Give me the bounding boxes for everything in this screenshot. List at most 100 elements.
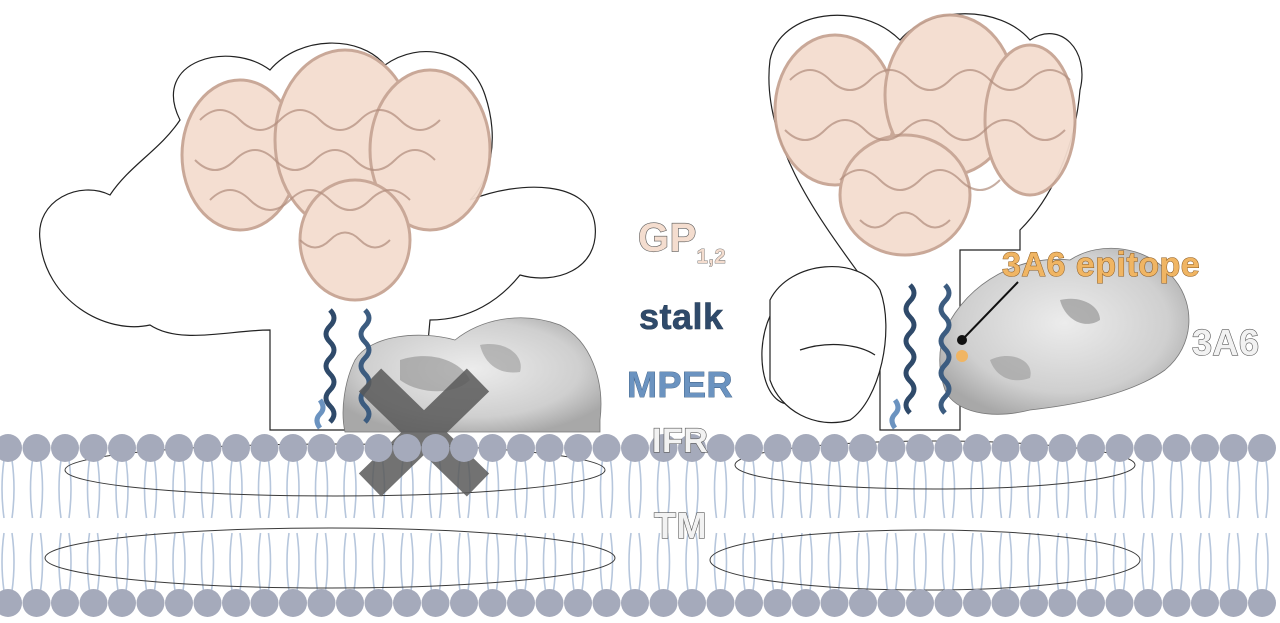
lipid-head <box>564 434 592 462</box>
lipid-head <box>991 589 1020 617</box>
lipid-head <box>507 589 535 617</box>
lipid-tail <box>1226 532 1231 592</box>
label-stalk: stalk <box>639 296 724 338</box>
lipid-tail <box>143 459 148 519</box>
lipid-tail <box>286 459 290 519</box>
lipid-head <box>250 589 279 617</box>
lipid-tail <box>685 459 689 519</box>
lipid-head <box>1134 589 1162 617</box>
lipid-tail <box>1122 532 1127 592</box>
lipid-head <box>706 434 735 462</box>
lipid-tail <box>381 532 386 592</box>
lipid-head <box>849 589 877 617</box>
lipid-head <box>906 589 934 617</box>
lipid-tail <box>314 459 319 519</box>
lipid-tail <box>200 459 205 519</box>
lipid-tail <box>638 532 642 592</box>
lipid-tail <box>884 459 889 519</box>
lipid-tail <box>68 532 72 592</box>
lipid-tail <box>1169 459 1174 519</box>
lipid-tail <box>980 459 984 519</box>
lipid-head <box>934 589 963 617</box>
lipid-tail <box>353 459 357 519</box>
lipid-tail <box>153 459 158 519</box>
lipid-tail <box>143 532 148 592</box>
lipid-tail <box>353 532 357 592</box>
lipid-head <box>421 589 450 617</box>
lipid-head <box>250 434 279 462</box>
lipid-tail <box>695 532 699 592</box>
lipid-tail <box>257 532 262 592</box>
lipid-tail <box>229 459 233 519</box>
lipid-head <box>393 589 421 617</box>
lipid-tail <box>438 532 443 592</box>
lipid-tail <box>666 459 671 519</box>
lipid-tail <box>866 459 870 519</box>
lipid-tail <box>467 532 471 592</box>
lipid-head <box>307 434 336 462</box>
lipid-tail <box>115 532 119 592</box>
lipid-tail <box>11 459 15 519</box>
lipid-tail <box>581 459 585 519</box>
label-gp: GP1,2 <box>637 215 727 269</box>
lipid-tail <box>752 532 756 592</box>
lipid-tail <box>125 532 129 592</box>
lipid-tail <box>827 459 832 519</box>
lipid-tail <box>656 532 661 592</box>
lipid-head <box>193 434 222 462</box>
lipid-tail <box>1179 459 1184 519</box>
lipid-head <box>336 589 364 617</box>
lipid-tail <box>58 532 62 592</box>
lipid-tail <box>542 532 547 592</box>
lipid-head <box>1048 434 1077 462</box>
lipid-tail <box>524 532 528 592</box>
lipid-tail <box>770 459 775 519</box>
lipid-tail <box>1008 532 1013 592</box>
lipid-tail <box>799 459 803 519</box>
lipid-head <box>336 434 364 462</box>
lipid-tail <box>1055 459 1060 519</box>
lipid-head <box>0 589 22 617</box>
label-gp-sub: 1,2 <box>696 246 727 269</box>
lipid-tail <box>827 532 832 592</box>
lipid-head <box>792 589 820 617</box>
lipid-tail <box>410 459 414 519</box>
lipid-tail <box>1008 459 1013 519</box>
lipid-head <box>678 589 706 617</box>
lipid-head <box>0 434 22 462</box>
lipid-tail <box>229 532 233 592</box>
lipid-head <box>279 434 307 462</box>
lipid-head <box>592 434 621 462</box>
lipid-tail <box>809 459 813 519</box>
lipid-tail <box>628 459 632 519</box>
lipid-head <box>934 434 963 462</box>
lipid-tail <box>428 459 433 519</box>
lipid-head <box>792 434 820 462</box>
blocked-x-mark <box>358 368 490 497</box>
lipid-tail <box>685 532 689 592</box>
lipid-tail <box>324 459 329 519</box>
lipid-tail <box>941 532 946 592</box>
lipid-tail <box>1198 459 1202 519</box>
lipid-tail <box>1179 532 1184 592</box>
lipid-head <box>193 589 222 617</box>
lipid-head <box>1162 589 1191 617</box>
lipid-tail <box>314 532 319 592</box>
lipid-tail <box>552 459 557 519</box>
lipid-tail <box>581 532 585 592</box>
lipid-tail <box>495 459 500 519</box>
lipid-head <box>393 434 421 462</box>
lipid-tail <box>1065 459 1070 519</box>
lipid-head <box>51 434 79 462</box>
lipid-tail <box>86 532 91 592</box>
lipid-tail <box>296 532 300 592</box>
lipid-head <box>1020 434 1048 462</box>
lipid-tail <box>998 532 1003 592</box>
lipid-head <box>450 434 478 462</box>
lipid-tail <box>400 532 404 592</box>
lipid-tail <box>1265 532 1269 592</box>
lipid-tail <box>1236 459 1241 519</box>
lipid-tail <box>1 459 5 519</box>
lipid-head <box>136 434 165 462</box>
lipid-tail <box>324 532 329 592</box>
